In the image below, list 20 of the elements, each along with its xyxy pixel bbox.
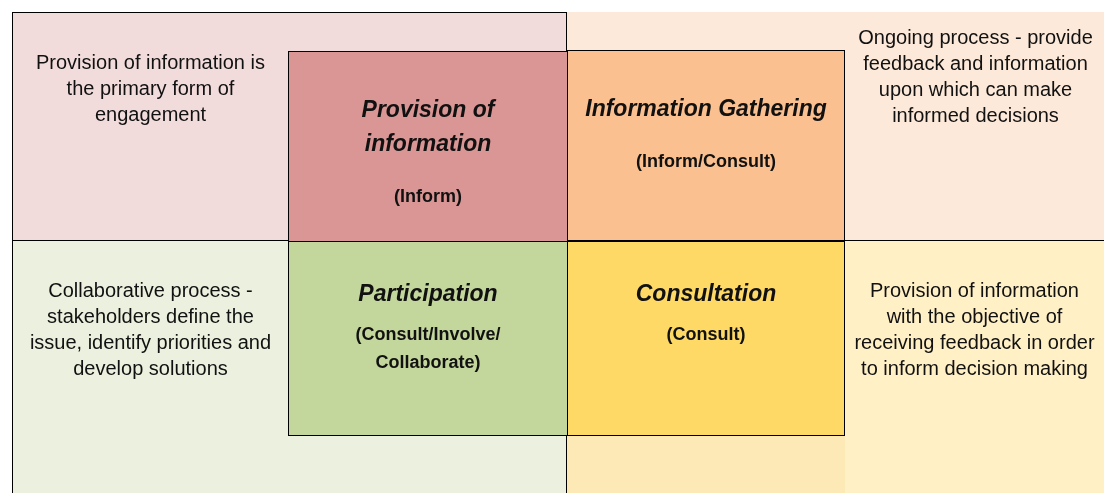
category-box — [567, 50, 845, 241]
quadrant-panel — [12, 12, 567, 241]
quadrant-panel — [12, 241, 567, 493]
box-subtitle: (Inform/Consult) — [636, 150, 776, 173]
box-title: Participation — [358, 279, 498, 308]
box-subtitle: (Inform) — [394, 185, 462, 208]
box-title: Provision of information — [360, 95, 498, 158]
category-box — [288, 241, 568, 436]
quadrant-panel — [567, 241, 1104, 493]
box-title: Consultation — [635, 279, 777, 308]
category-box — [288, 51, 568, 242]
box-title: Information Gathering — [585, 94, 827, 123]
category-box — [567, 241, 845, 436]
quadrant-panel — [567, 12, 1104, 241]
description-text: Provision of information with the objective of receiving feedback in order to inform decision making — [853, 278, 1096, 381]
box-subtitle: (Consult) — [666, 323, 746, 346]
box-subtitle: (Consult/Involve/ Collaborate) — [354, 323, 502, 374]
description-text: Provision of information is the primary form of engagement — [35, 50, 266, 127]
description-text: Collaborative process - stakeholders define the issue, identify priorities and develop solutions — [28, 278, 273, 381]
description-text: Ongoing process - provide feedback and information upon which can make informed decisions — [857, 25, 1094, 128]
